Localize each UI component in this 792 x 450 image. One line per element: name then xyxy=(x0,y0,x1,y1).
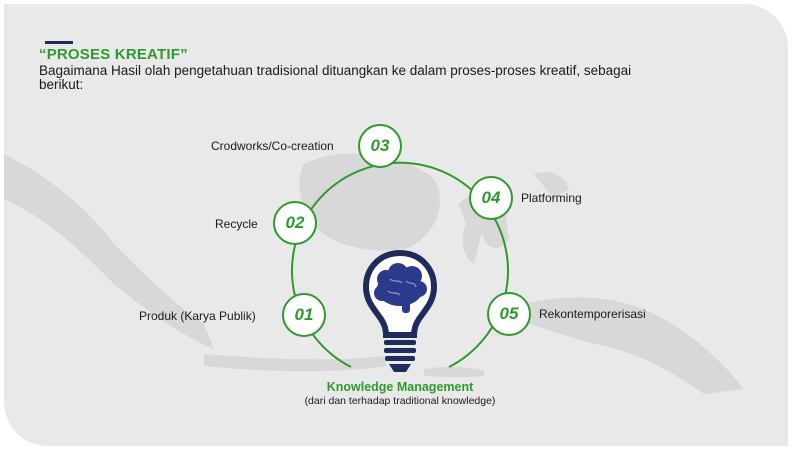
step-label-03: Crodworks/Co-creation xyxy=(211,139,334,153)
center-subtitle: (dari dan terhadap traditional knowledge… xyxy=(304,395,496,407)
slide: “PROSES KREATIF” Bagaimana Hasil olah pe… xyxy=(4,4,788,446)
step-number-03: 03 xyxy=(370,136,390,155)
step-label-05: Rekontemporerisasi xyxy=(539,307,646,321)
step-number-04: 04 xyxy=(481,188,501,207)
title-accent-bar xyxy=(45,41,73,44)
page-title: “PROSES KREATIF” xyxy=(39,46,188,63)
step-label-02: Recycle xyxy=(215,217,258,231)
step-label-04: Platforming xyxy=(521,191,582,205)
step-number-01: 01 xyxy=(294,305,314,324)
step-label-01: Produk (Karya Publik) xyxy=(139,309,256,323)
step-number-02: 02 xyxy=(285,213,305,232)
page-description: Bagaimana Hasil olah pengetahuan tradisi… xyxy=(39,63,632,92)
step-node-03: 03 xyxy=(358,124,402,168)
step-node-02: 02 xyxy=(273,201,317,245)
step-node-04: 04 xyxy=(469,176,513,220)
step-node-05: 05 xyxy=(487,292,531,336)
indonesia-map-background xyxy=(4,153,744,394)
lightbulb-brain-icon xyxy=(362,249,438,372)
center-title: Knowledge Management xyxy=(326,380,474,394)
step-node-01: 01 xyxy=(282,293,326,337)
step-number-05: 05 xyxy=(499,304,519,323)
